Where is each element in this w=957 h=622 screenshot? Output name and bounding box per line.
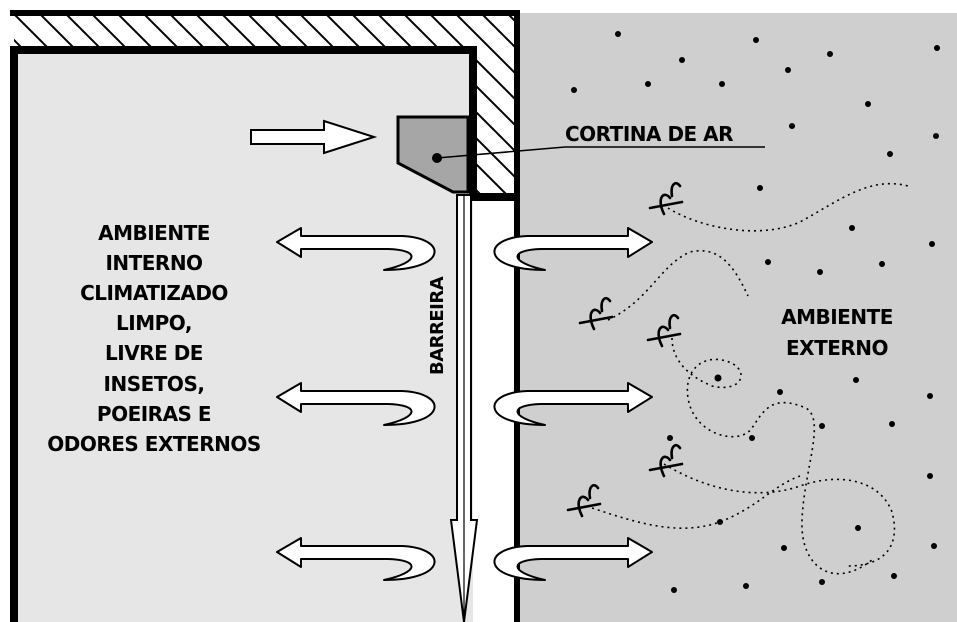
door-lintel-wall	[473, 50, 517, 197]
dust-dot-icon	[931, 543, 937, 549]
dust-dot-icon	[753, 37, 759, 43]
air-swirl-icon	[493, 382, 653, 426]
dust-dot-icon	[934, 45, 940, 51]
dust-dot-icon	[849, 225, 855, 231]
curtain-leader-line	[436, 146, 765, 159]
dust-dot-icon	[749, 435, 755, 441]
insect-icon	[566, 484, 602, 518]
dust-dot-icon	[865, 101, 871, 107]
dust-dot-icon	[743, 583, 749, 589]
exterior-line: AMBIENTE	[781, 305, 893, 329]
hollow-right-arrow-icon	[250, 119, 378, 155]
insect-icon	[646, 314, 682, 348]
interior-line: POEIRAS E	[97, 402, 211, 426]
dust-dot-icon	[615, 31, 621, 37]
interior-label: AMBIENTE INTERNO CLIMATIZADO LIMPO, LIVR…	[47, 221, 261, 456]
dust-dot-icon	[789, 123, 795, 129]
dust-dot-icon	[717, 519, 723, 525]
dust-dot-icon	[855, 525, 861, 531]
air-swirl-icon	[493, 227, 653, 271]
dust-dot-icon	[879, 261, 885, 267]
air-swirl-icon	[276, 227, 436, 271]
dust-dot-icon	[777, 389, 783, 395]
interior-line: INSETOS,	[104, 372, 205, 396]
dust-dot-icon	[671, 587, 677, 593]
dust-dot-icon	[714, 374, 722, 382]
dust-dot-icon	[819, 423, 825, 429]
dust-dot-icon	[819, 579, 825, 585]
dust-dot-icon	[757, 185, 763, 191]
wall-inner-outline	[10, 46, 517, 622]
insect-flight-paths	[591, 182, 909, 575]
barrier-label: BARREIRA	[427, 276, 448, 375]
dust-dot-icon	[889, 421, 895, 427]
dust-dot-icon	[933, 133, 939, 139]
dust-dot-icon	[719, 81, 725, 87]
dust-dot-icon	[827, 51, 833, 57]
dust-dot-icon	[785, 67, 791, 73]
dust-dot-icon	[887, 151, 893, 157]
interior-line: LIVRE DE	[105, 341, 203, 365]
dust-dot-icon	[853, 377, 859, 383]
insect-icon	[648, 444, 684, 478]
air-swirl-icon	[276, 537, 436, 581]
air-swirl-icon	[493, 537, 653, 581]
interior-line: ODORES EXTERNOS	[47, 432, 260, 456]
dust-dot-icon	[927, 393, 933, 399]
dust-dot-icon	[817, 269, 823, 275]
air-curtain-device	[396, 115, 470, 194]
curtain-label: CORTINA DE AR	[565, 122, 733, 146]
insect-icon	[578, 297, 614, 331]
dust-dot-icon	[571, 87, 577, 93]
interior-line: INTERNO	[105, 251, 202, 275]
interior-line: AMBIENTE	[98, 221, 210, 245]
dust-dot-icon	[929, 241, 935, 247]
exterior-line: EXTERNO	[786, 336, 888, 360]
insect-icon	[648, 182, 684, 216]
interior-line: CLIMATIZADO	[80, 281, 228, 305]
dust-dot-icon	[927, 473, 933, 479]
dust-dot-icon	[645, 81, 651, 87]
interior-line: LIMPO,	[116, 311, 192, 335]
dust-dot-icon	[891, 573, 897, 579]
exterior-label: AMBIENTE EXTERNO	[781, 305, 893, 360]
dust-dot-icon	[679, 57, 685, 63]
dust-dot-icon	[765, 259, 771, 265]
ceiling-wall	[14, 13, 517, 50]
dust-dot-icon	[667, 435, 673, 441]
air-swirl-icon	[276, 382, 436, 426]
dust-dot-icon	[781, 545, 787, 551]
